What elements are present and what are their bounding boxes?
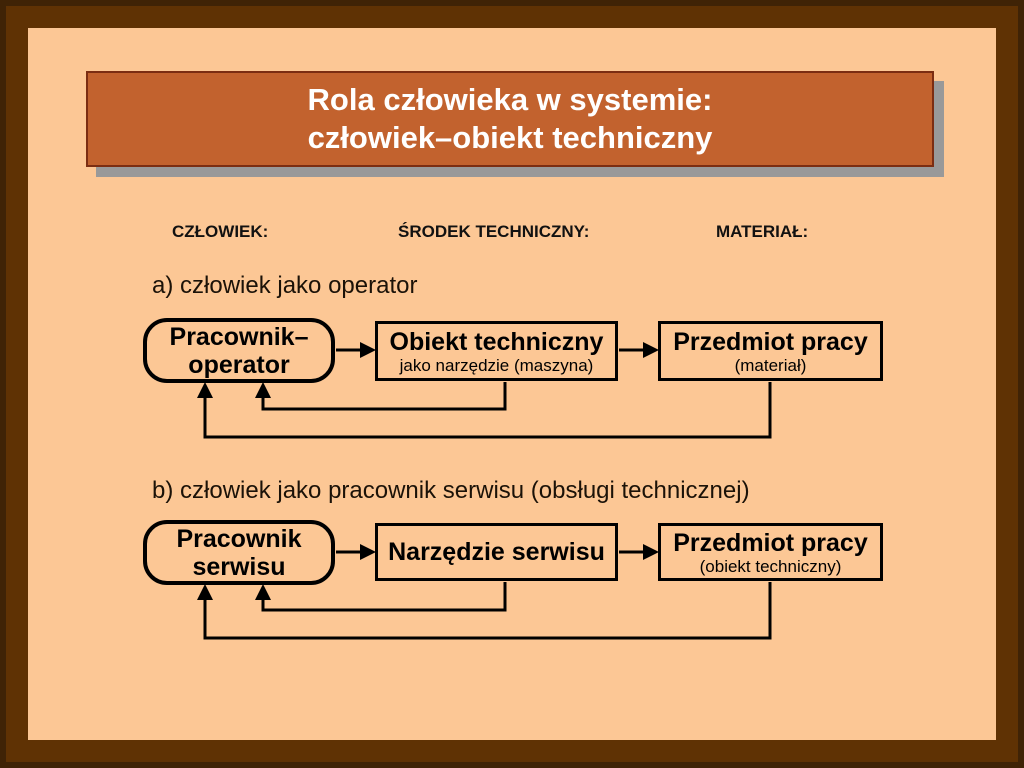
title-banner: Rola człowieka w systemie: człowiek–obie… bbox=[86, 71, 934, 167]
column-header-material: MATERIAŁ: bbox=[716, 222, 809, 241]
box-pracownik-operator: Pracownik– operator bbox=[143, 318, 335, 383]
box-przedmiot-pracy-b: Przedmiot pracy (obiekt techniczny) bbox=[658, 523, 883, 581]
box-narzedzie-serwisu-title: Narzędzie serwisu bbox=[388, 538, 605, 566]
box-pracownik-operator-line2: operator bbox=[188, 350, 290, 379]
box-narzedzie-serwisu: Narzędzie serwisu bbox=[375, 523, 618, 581]
section-a-label: a) człowiek jako operator bbox=[152, 272, 418, 299]
box-przedmiot-pracy-a-subtitle: (materiał) bbox=[734, 355, 807, 375]
box-przedmiot-pracy-b-title: Przedmiot pracy bbox=[673, 528, 868, 557]
box-pracownik-serwisu-line1: Pracownik bbox=[176, 524, 302, 553]
box-przedmiot-pracy-b-subtitle: (obiekt techniczny) bbox=[699, 556, 842, 576]
box-pracownik-serwisu-line2: serwisu bbox=[192, 552, 286, 581]
box-obiekt-techniczny: Obiekt techniczny jako narzędzie (maszyn… bbox=[375, 321, 618, 381]
box-obiekt-techniczny-title: Obiekt techniczny bbox=[389, 327, 604, 356]
column-header-technical-means: ŚRODEK TECHNICZNY: bbox=[398, 222, 590, 241]
page-title-line-1: Rola człowieka w systemie: bbox=[307, 82, 713, 117]
section-b-label: b) człowiek jako pracownik serwisu (obsł… bbox=[152, 477, 750, 504]
box-obiekt-techniczny-subtitle: jako narzędzie (maszyna) bbox=[399, 355, 594, 375]
box-przedmiot-pracy-a-title: Przedmiot pracy bbox=[673, 327, 868, 356]
box-pracownik-operator-line1: Pracownik– bbox=[169, 322, 309, 351]
box-pracownik-serwisu: Pracownik serwisu bbox=[143, 520, 335, 585]
column-header-human: CZŁOWIEK: bbox=[172, 222, 269, 241]
box-przedmiot-pracy-a: Przedmiot pracy (materiał) bbox=[658, 321, 883, 381]
page-title-line-2: człowiek–obiekt techniczny bbox=[307, 120, 713, 155]
